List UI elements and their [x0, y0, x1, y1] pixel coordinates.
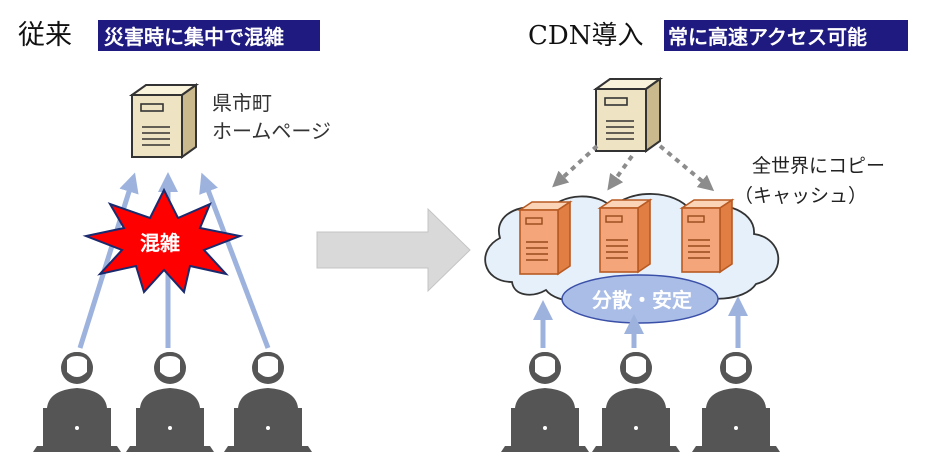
cache-server-icon [519, 201, 571, 275]
server-label-line1: 県市町 [212, 91, 272, 115]
user-laptop-icon [224, 352, 312, 452]
user-laptop-icon [33, 352, 121, 452]
copy-label-line1: 全世界にコピー [752, 155, 885, 177]
congestion-starburst-icon [82, 187, 244, 295]
left-badge-bg [98, 20, 320, 51]
transition-arrow-icon [316, 207, 471, 293]
cache-server-icon [681, 199, 733, 273]
right-title: CDN導入 [528, 21, 644, 51]
congestion-label: 混雑 [140, 231, 180, 255]
right-badge-bg [664, 20, 908, 51]
copy-label-line2: （キャッシュ） [734, 185, 867, 207]
cache-server-icon [599, 199, 651, 273]
server-label-line2: ホームページ [212, 119, 331, 143]
origin-server-icon [595, 78, 661, 152]
copy-arrows [552, 144, 715, 192]
cache-request-arrows [533, 296, 748, 348]
distribution-label: 分散・安定 [592, 288, 692, 312]
origin-server-icon [131, 84, 197, 158]
user-laptop-icon [592, 352, 680, 452]
left-badge-text: 災害時に集中で混雑 [104, 25, 284, 49]
left-title: 従来 [18, 20, 72, 51]
user-laptop-icon [692, 352, 780, 452]
user-laptop-icon [126, 352, 214, 452]
right-badge-text: 常に高速アクセス可能 [668, 25, 867, 49]
user-laptop-icon [501, 352, 589, 452]
